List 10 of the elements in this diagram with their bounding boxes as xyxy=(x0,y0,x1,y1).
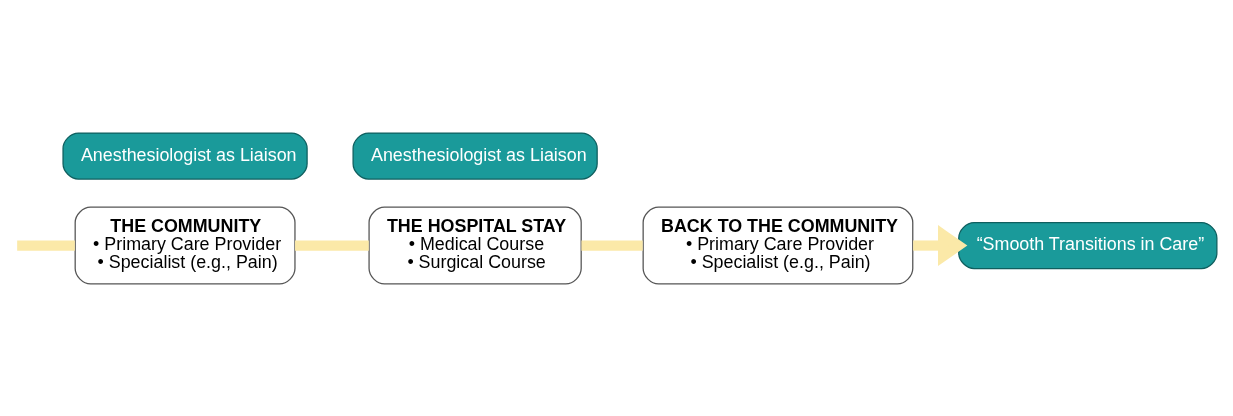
node-box: THE COMMUNITY • Primary Care Provider • Specialist (e.g., Pain) xyxy=(74,206,296,285)
arrow xyxy=(913,224,968,266)
connector xyxy=(17,239,75,251)
node-box: BACK TO THE COMMUNITY • Primary Care Provider • Specialist (e.g., Pain) xyxy=(642,206,914,285)
connector xyxy=(295,239,369,251)
connector xyxy=(581,239,643,251)
node-box: Anesthesiologist as Liaison xyxy=(62,131,308,180)
node-box: Anesthesiologist as Liaison xyxy=(352,131,598,180)
node-box: THE HOSPITAL STAY • Medical Course • Surgical Course xyxy=(368,206,582,285)
node-box: “Smooth Transitions in Care” xyxy=(958,221,1218,269)
